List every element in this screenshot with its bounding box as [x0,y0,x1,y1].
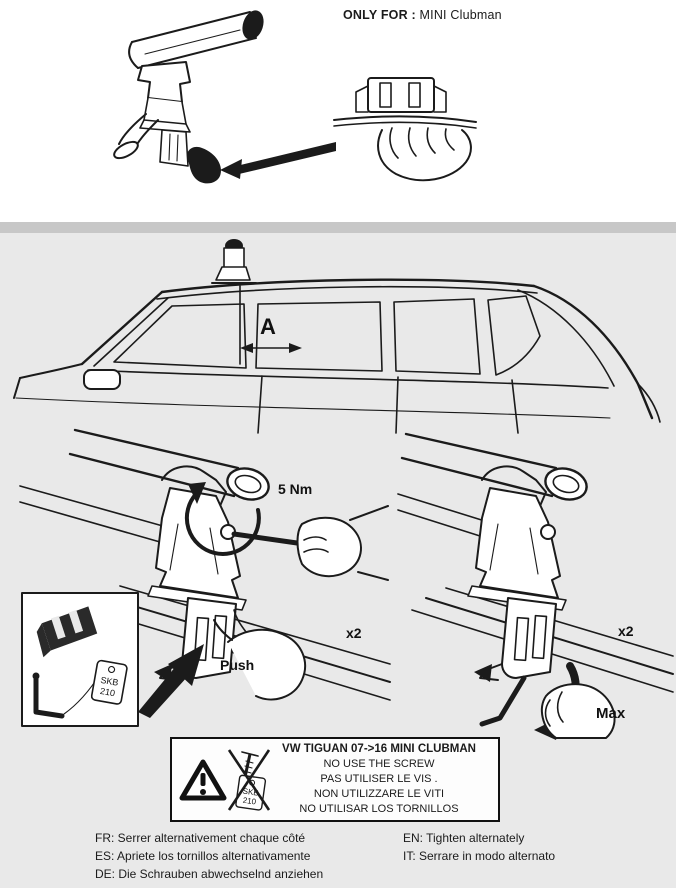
allen-key [479,675,527,727]
left-quantity-label: x2 [346,625,362,641]
no-screw-icon: SKB 210 [227,748,271,811]
push-label: Push [220,657,254,673]
warning-triangle-icon [179,759,227,800]
adjustment-screw [540,524,556,540]
hand-bracket-drawing [333,77,477,182]
allen-key [231,531,307,547]
left-step-drawing: SKB 210 5 Nm x2 Push [19,428,391,727]
push-arrow [138,666,188,718]
rubber-pad [186,146,222,184]
kit-tag-text-2: 210 [99,686,116,698]
footer-note-en: EN: Tighten alternately [403,831,525,845]
warning-text: VW TIGUAN 07->16 MINI CLUBMAN NO USE THE… [266,742,492,817]
footer-note-de: DE: Die Schrauben abwechselnd anziehen [95,867,324,881]
max-label: Max [596,705,626,722]
only-for-value: MINI Clubman [419,8,502,22]
warning-line-it: NON UTILIZZARE LE VITI [313,788,445,800]
bar-end-cap [242,10,264,40]
right-step-drawing: x2 Max [397,432,674,740]
only-for-note: ONLY FOR : MINI Clubman [343,8,502,22]
car-profile-drawing: A [13,239,661,434]
dimension-a-label: A [260,314,276,339]
footer-note-fr: FR: Serrer alternativement chaque côté [95,831,306,845]
no-screw-tag-text-2: 210 [242,795,257,806]
warning-line-es: NO UTILISAR LOS TORNILLOS [299,803,459,815]
right-quantity-label: x2 [618,623,634,639]
side-mirror [83,369,121,390]
warning-line-fr: PAS UTILISER LE VIS . [320,773,438,785]
no-screw-tag-text-1: SKB [242,786,259,797]
kit-tag-text-1: SKB [100,675,119,688]
kit-bracket [36,606,98,658]
pointer-arrow [228,142,336,174]
warning-title: VW TIGUAN 07->16 MINI CLUBMAN [282,743,476,755]
section-divider [0,222,676,233]
kit-tag: SKB 210 [90,659,128,705]
only-for-label: ONLY FOR : [343,8,416,22]
torque-arrow [184,492,261,556]
warning-line-en: NO USE THE SCREW [323,758,435,770]
footer-note-es: ES: Apriete los tornillos alternativamen… [95,849,311,863]
warning-box: SKB 210 VW TIGUAN 07->16 MINI CLUBMAN NO… [170,737,500,822]
roof-bar-pad-drawing [113,10,336,184]
torque-label: 5 Nm [278,481,312,497]
kit-allen-key [33,675,65,719]
footer-note-it: IT: Serrare in modo alternato [403,849,556,863]
warning-icons: SKB 210 [179,747,271,813]
